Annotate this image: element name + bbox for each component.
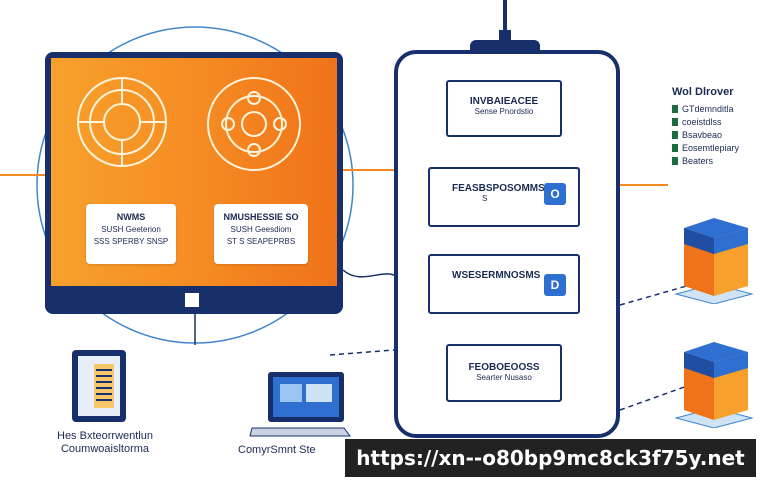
card-title: NWMS	[116, 212, 146, 222]
info-card-right: NMUSHESSIE SO SUSH Geesdiom ST S SEAPEPR…	[214, 204, 308, 264]
info-card-left: NWMS SUSH Geeterion SSS SPERBY SNSP	[86, 204, 176, 264]
process-box-4: FEOBOEOOSS Searter Nusaso	[446, 344, 562, 402]
box-title: FEASBSPOSOMMS	[452, 183, 545, 194]
legend-item: GTdemnditla	[672, 103, 760, 116]
laptop-caption: ComyrSmnt Ste	[238, 444, 316, 456]
box-subtitle: Sense Pnordstio	[474, 107, 534, 116]
caption-line: Hes Bxteorrwentlun	[57, 430, 153, 442]
caption-line: Coumwoaisltorma	[60, 443, 150, 455]
box-subtitle: S	[482, 194, 488, 203]
card-line: ST S SEAPEPRBS	[226, 237, 296, 246]
box-subtitle: Searter Nusaso	[476, 373, 532, 382]
legend-item: Beaters	[672, 155, 760, 168]
device-clip	[470, 40, 540, 52]
storage-cube-icon	[674, 218, 754, 304]
legend-swatch	[672, 131, 678, 139]
card-line: SSS SPERBY SNSP	[93, 237, 169, 246]
legend-swatch	[672, 157, 678, 165]
laptop-icon	[249, 372, 351, 437]
legend-item: Bsavbeao	[672, 129, 760, 142]
monitor-stand-icon	[183, 291, 201, 309]
legend-item: coeistdlss	[672, 116, 760, 129]
legend-swatch	[672, 144, 678, 152]
box-title: INVBAIEACEE	[469, 96, 539, 107]
gear-wheel-icon	[77, 77, 167, 167]
server-icon	[72, 350, 126, 422]
legend-swatch	[672, 105, 678, 113]
legend-swatch	[672, 118, 678, 126]
legend-item: Eosemtlepiary	[672, 142, 760, 155]
process-box-3: WSESERMNOSMS D	[428, 254, 580, 314]
box-title: FEOBOEOOSS	[468, 362, 540, 373]
card-title: NMUSHESSIE SO	[223, 212, 299, 222]
document-icon: O	[544, 183, 566, 205]
box-title: WSESERMNOSMS	[452, 270, 541, 281]
url-banner: https://xn--o80bp9mc8ck3f75y.net	[345, 439, 756, 477]
legend: Wol Dlrover GTdemnditla coeistdlss Bsavb…	[672, 86, 760, 168]
document-icon: D	[544, 274, 566, 296]
legend-heading: Wol Dlrover	[672, 86, 734, 98]
process-box-1: INVBAIEACEE Sense Pnordstio	[446, 80, 562, 137]
gear-cog-icon	[207, 77, 301, 171]
card-line: SUSH Geesdiom	[230, 225, 292, 234]
process-box-2: FEASBSPOSOMMS S O	[428, 167, 580, 227]
storage-cube-icon	[674, 342, 754, 428]
server-caption: Hes Bxteorrwentlun Coumwoaisltorma	[30, 430, 180, 456]
card-line: SUSH Geeterion	[101, 225, 161, 234]
